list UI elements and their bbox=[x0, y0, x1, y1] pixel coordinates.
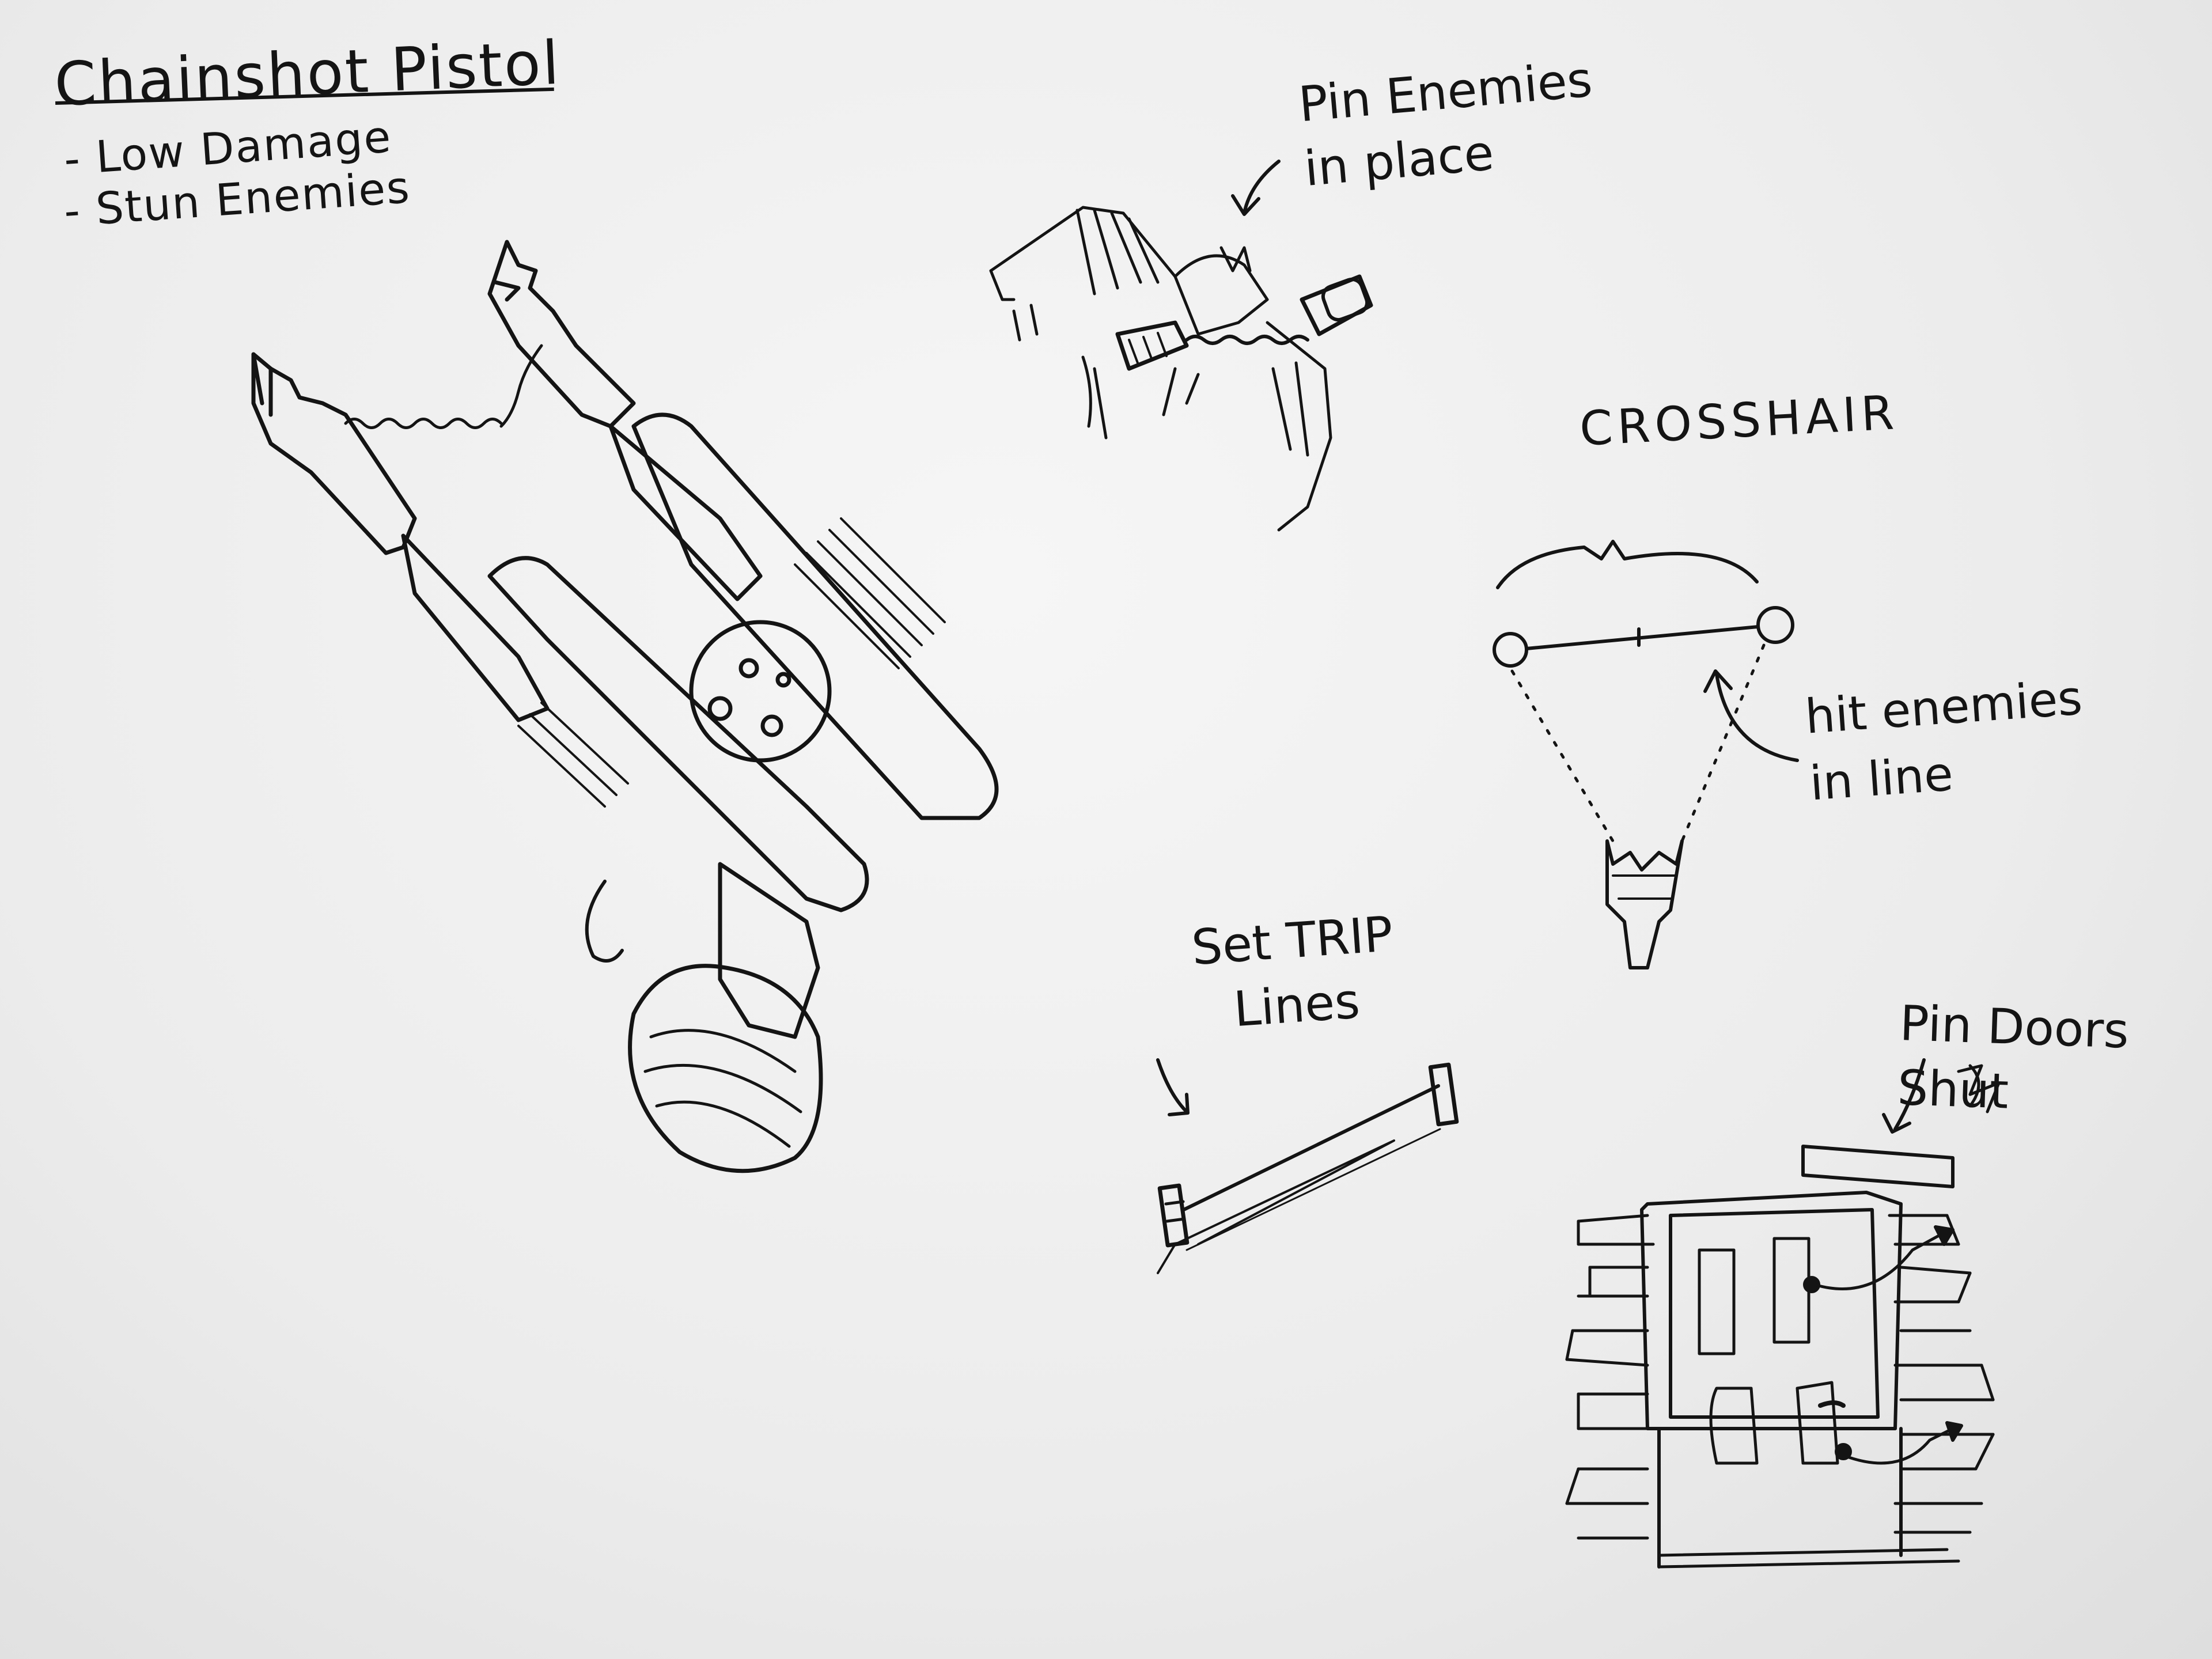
chainshot-pistol-drawing bbox=[251, 240, 999, 1173]
crosshair-diagram bbox=[1493, 540, 1799, 969]
trip-line-drawing bbox=[1156, 1058, 1459, 1274]
scribble-mark bbox=[1957, 1064, 2001, 1113]
pinned-door-drawing bbox=[1565, 1058, 1995, 1569]
pinned-creature-drawing bbox=[989, 160, 1373, 532]
